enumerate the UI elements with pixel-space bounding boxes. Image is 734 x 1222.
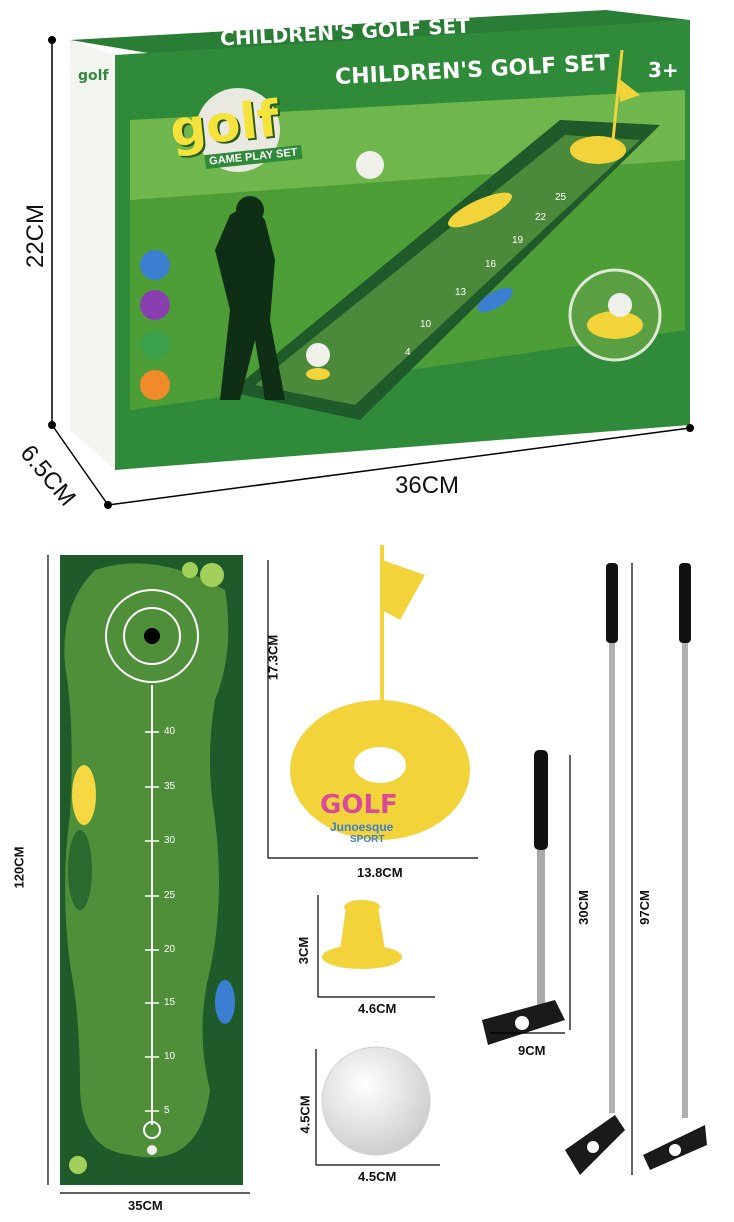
hole-logo-word: GOLF xyxy=(320,790,398,820)
product-box: 4 10 13 16 19 22 25 CHILDREN'S GOLF SET … xyxy=(0,0,734,520)
hole-height-label: 17.3CM xyxy=(265,634,281,681)
age-badge: 3+ xyxy=(648,58,679,82)
box-side-logo: golf xyxy=(78,68,109,84)
golf-ball: 4.5CM 4.5CM xyxy=(290,1045,450,1190)
mat-mark-30: 30 xyxy=(164,835,176,846)
mat-mark-40: 40 xyxy=(164,726,176,737)
box-mat-number: 22 xyxy=(535,212,547,223)
box-mat-number: 19 xyxy=(512,235,524,246)
box-height-label: 22CM xyxy=(22,203,50,269)
hole-width-label: 13.8CM xyxy=(357,865,403,880)
junior-putter-graphic xyxy=(482,750,571,1045)
box-mat-number: 13 xyxy=(455,287,467,298)
product-box-graphic: 4 10 13 16 19 22 25 xyxy=(48,10,694,509)
putting-mat-graphic xyxy=(47,555,250,1194)
mat-mark-25: 25 xyxy=(164,890,176,901)
tee-graphic xyxy=(317,895,435,998)
mat-mark-15: 15 xyxy=(164,997,176,1008)
long-clubs: 97CM xyxy=(555,555,734,1185)
putter-head-label: 9CM xyxy=(518,1043,546,1058)
ball-height-label: 4.5CM xyxy=(297,1095,313,1134)
box-width-label: 36CM xyxy=(395,472,460,499)
tee: 3CM 4.6CM xyxy=(290,885,450,1020)
hole-logo-sub1: Junoesque xyxy=(330,820,394,834)
putting-mat: 40 35 30 25 20 15 10 5 120CM 35CM xyxy=(0,540,260,1217)
club-length-label: 97CM xyxy=(636,890,652,925)
golf-ball-graphic xyxy=(315,1046,440,1166)
tee-height-label: 3CM xyxy=(296,936,312,965)
hole-cup: GOLF Junoesque SPORT 17.3CM 13.8CM xyxy=(260,540,490,890)
junior-putter: 30CM 9CM xyxy=(470,745,591,1065)
mat-mark-10: 10 xyxy=(164,1051,176,1062)
ball-width-label: 4.5CM xyxy=(358,1169,397,1184)
mat-mark-35: 35 xyxy=(164,781,176,792)
long-clubs-graphic xyxy=(565,563,707,1175)
hole-logo-sub2: SPORT xyxy=(350,834,385,845)
box-mat-number: 10 xyxy=(420,319,432,330)
mat-mark-5: 5 xyxy=(164,1105,170,1116)
box-mat-number: 16 xyxy=(485,259,497,270)
mat-length-label: 120CM xyxy=(11,846,27,889)
hole-cup-graphic xyxy=(267,545,478,859)
box-mat-number: 4 xyxy=(405,347,411,358)
mat-width-label: 35CM xyxy=(128,1198,163,1213)
tee-width-label: 4.6CM xyxy=(358,1001,397,1016)
mat-mark-20: 20 xyxy=(164,944,176,955)
box-mat-number: 25 xyxy=(555,192,567,203)
